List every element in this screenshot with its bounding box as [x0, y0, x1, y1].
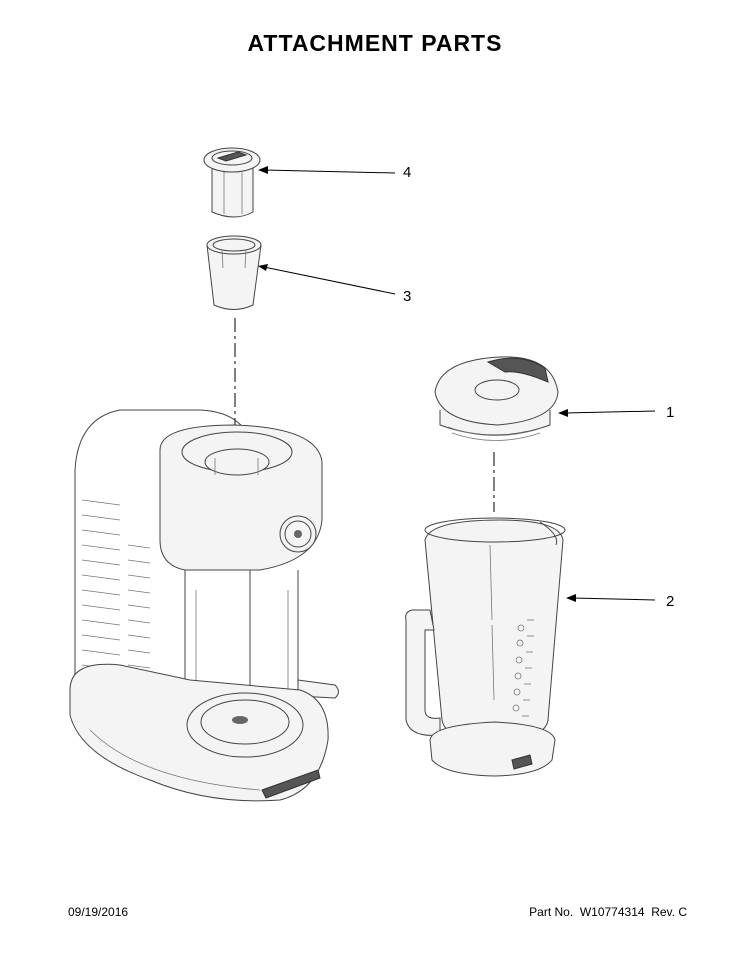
callout-1[interactable]: 1 [666, 404, 675, 421]
page-title: ATTACHMENT PARTS [247, 30, 503, 56]
part-4-filter-cap[interactable] [203, 147, 261, 218]
callout-3[interactable]: 3 [403, 288, 412, 305]
appliance-base [69, 409, 339, 802]
footer-date: 09/19/2016 [68, 905, 129, 919]
callout-4[interactable]: 4 [403, 164, 412, 181]
part-2-pitcher[interactable] [405, 517, 566, 777]
callout-leaders [258, 166, 656, 602]
footer-part-number: Part No. W10774314 Rev. C [529, 905, 687, 919]
brand-logo-plate [261, 769, 321, 799]
part-1-pitcher-lid[interactable] [434, 356, 559, 441]
callout-2[interactable]: 2 [666, 593, 675, 610]
part-3-filter-basket[interactable] [206, 235, 262, 310]
